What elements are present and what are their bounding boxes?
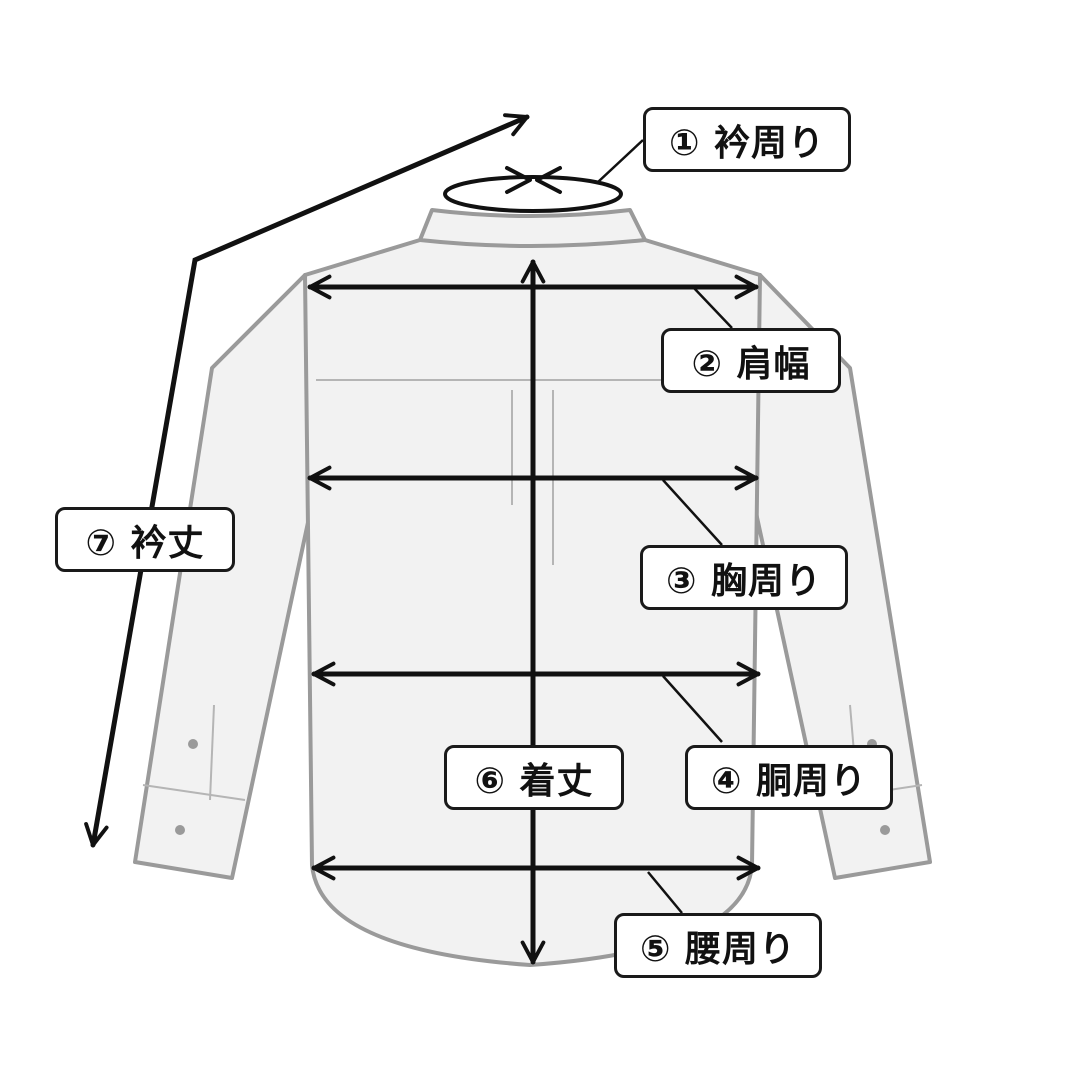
collar-circumference-ring [443,175,623,213]
sleeve-arrow [84,113,530,848]
measurement-arrows [84,113,761,965]
waist-label: ④ 胴周り [685,745,893,810]
leader-lines [597,139,733,914]
chest-label: ③ 胸周り [640,545,848,610]
shoulder-label: ② 肩幅 [661,328,841,393]
collar-leader [597,139,644,183]
collar-arrows-icon [505,166,562,194]
chest-leader [662,479,723,546]
button-icon [188,739,198,749]
hem-label: ⑤ 腰周り [614,913,822,978]
collar-label: ① 衿周り [643,107,851,172]
sleeve-label: ⑦ 衿丈 [55,507,235,572]
button-icon [175,825,185,835]
hem-leader [647,871,683,914]
button-icon [880,825,890,835]
waist-leader [662,675,723,743]
collar [418,208,647,248]
shoulder-leader [692,286,733,329]
length-label: ⑥ 着丈 [444,745,624,810]
